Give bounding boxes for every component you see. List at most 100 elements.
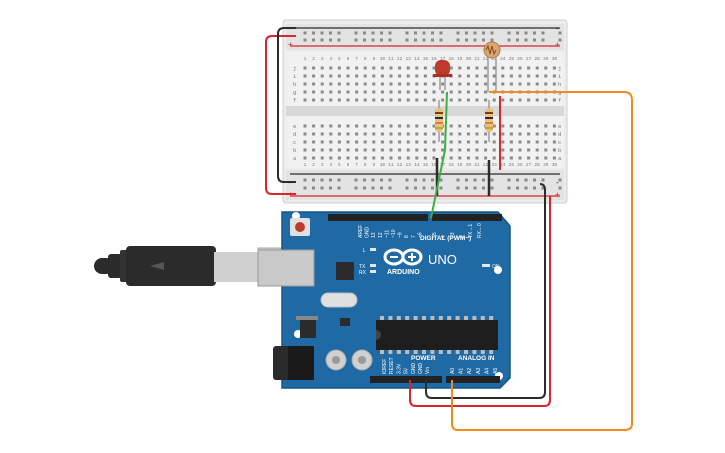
terminal-hole[interactable] — [389, 140, 393, 144]
terminal-hole[interactable] — [441, 82, 445, 86]
rail-hole[interactable] — [524, 31, 528, 35]
terminal-hole[interactable] — [501, 74, 505, 78]
terminal-hole[interactable] — [346, 66, 350, 70]
terminal-hole[interactable] — [509, 98, 513, 102]
terminal-hole[interactable] — [415, 156, 419, 160]
terminal-hole[interactable] — [484, 156, 488, 160]
terminal-hole[interactable] — [509, 140, 513, 144]
rail-hole[interactable] — [320, 31, 324, 35]
rail-hole[interactable] — [371, 38, 375, 42]
terminal-hole[interactable] — [363, 82, 367, 86]
terminal-hole[interactable] — [363, 140, 367, 144]
terminal-hole[interactable] — [484, 148, 488, 152]
terminal-hole[interactable] — [535, 124, 539, 128]
terminal-hole[interactable] — [509, 82, 513, 86]
terminal-hole[interactable] — [406, 140, 410, 144]
terminal-hole[interactable] — [389, 82, 393, 86]
terminal-hole[interactable] — [363, 132, 367, 136]
terminal-hole[interactable] — [363, 156, 367, 160]
terminal-hole[interactable] — [492, 82, 496, 86]
terminal-hole[interactable] — [449, 156, 453, 160]
terminal-hole[interactable] — [406, 82, 410, 86]
terminal-hole[interactable] — [355, 74, 359, 78]
rail-hole[interactable] — [439, 38, 443, 42]
terminal-hole[interactable] — [527, 124, 531, 128]
terminal-hole[interactable] — [544, 66, 548, 70]
terminal-hole[interactable] — [458, 90, 462, 94]
terminal-hole[interactable] — [380, 140, 384, 144]
rail-hole[interactable] — [507, 186, 511, 190]
terminal-hole[interactable] — [544, 140, 548, 144]
wire-left-ground[interactable] — [277, 27, 296, 183]
terminal-hole[interactable] — [363, 98, 367, 102]
terminal-hole[interactable] — [441, 98, 445, 102]
wire-analog-a0[interactable] — [451, 91, 633, 431]
rail-hole[interactable] — [473, 38, 477, 42]
terminal-hole[interactable] — [475, 124, 479, 128]
terminal-hole[interactable] — [320, 148, 324, 152]
terminal-hole[interactable] — [380, 132, 384, 136]
terminal-hole[interactable] — [518, 98, 522, 102]
rail-hole[interactable] — [303, 31, 307, 35]
terminal-hole[interactable] — [372, 74, 376, 78]
rail-hole[interactable] — [558, 178, 562, 182]
terminal-hole[interactable] — [337, 156, 341, 160]
rail-hole[interactable] — [533, 38, 536, 42]
terminal-hole[interactable] — [303, 156, 307, 160]
terminal-hole[interactable] — [535, 98, 539, 102]
terminal-hole[interactable] — [432, 90, 436, 94]
terminal-hole[interactable] — [355, 98, 359, 102]
rail-hole[interactable] — [431, 38, 434, 42]
rail-hole[interactable] — [371, 31, 375, 35]
rail-hole[interactable] — [405, 178, 409, 182]
terminal-hole[interactable] — [509, 66, 513, 70]
rail-hole[interactable] — [516, 186, 519, 190]
terminal-hole[interactable] — [329, 74, 333, 78]
terminal-hole[interactable] — [320, 74, 324, 78]
terminal-hole[interactable] — [355, 90, 359, 94]
wire-arduino-gnd[interactable] — [425, 183, 546, 399]
terminal-hole[interactable] — [458, 148, 462, 152]
rail-hole[interactable] — [482, 178, 485, 182]
terminal-hole[interactable] — [449, 148, 453, 152]
rail-hole[interactable] — [380, 38, 383, 42]
terminal-hole[interactable] — [552, 124, 556, 128]
terminal-hole[interactable] — [432, 132, 436, 136]
terminal-hole[interactable] — [475, 148, 479, 152]
terminal-hole[interactable] — [544, 132, 548, 136]
terminal-hole[interactable] — [501, 148, 505, 152]
terminal-hole[interactable] — [406, 66, 410, 70]
terminal-hole[interactable] — [337, 148, 341, 152]
terminal-hole[interactable] — [320, 90, 324, 94]
terminal-hole[interactable] — [475, 132, 479, 136]
terminal-hole[interactable] — [329, 132, 333, 136]
terminal-hole[interactable] — [509, 74, 513, 78]
terminal-hole[interactable] — [466, 74, 470, 78]
terminal-hole[interactable] — [432, 156, 436, 160]
terminal-hole[interactable] — [320, 98, 324, 102]
terminal-hole[interactable] — [527, 82, 531, 86]
terminal-hole[interactable] — [303, 90, 307, 94]
rail-hole[interactable] — [380, 31, 383, 35]
terminal-hole[interactable] — [337, 124, 341, 128]
terminal-hole[interactable] — [527, 140, 531, 144]
terminal-hole[interactable] — [355, 82, 359, 86]
terminal-hole[interactable] — [406, 98, 410, 102]
terminal-hole[interactable] — [518, 132, 522, 136]
terminal-hole[interactable] — [415, 98, 419, 102]
terminal-hole[interactable] — [552, 140, 556, 144]
terminal-hole[interactable] — [337, 90, 341, 94]
terminal-hole[interactable] — [518, 82, 522, 86]
terminal-hole[interactable] — [312, 90, 316, 94]
terminal-hole[interactable] — [415, 74, 419, 78]
terminal-hole[interactable] — [320, 66, 324, 70]
terminal-hole[interactable] — [312, 82, 316, 86]
rail-hole[interactable] — [541, 31, 545, 35]
terminal-hole[interactable] — [484, 90, 488, 94]
terminal-hole[interactable] — [458, 156, 462, 160]
terminal-hole[interactable] — [458, 132, 462, 136]
rail-hole[interactable] — [363, 31, 366, 35]
terminal-hole[interactable] — [518, 148, 522, 152]
terminal-hole[interactable] — [518, 156, 522, 160]
terminal-hole[interactable] — [337, 98, 341, 102]
